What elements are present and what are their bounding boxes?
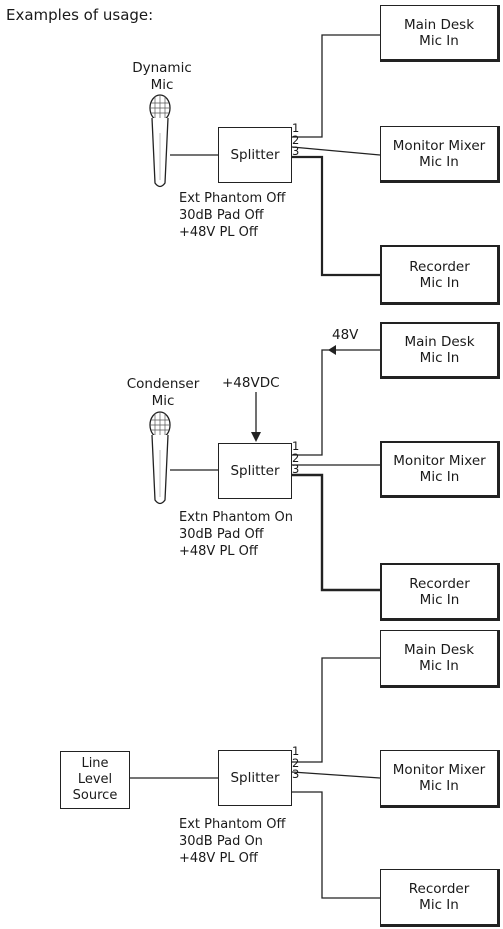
port-1-label: 1 (292, 121, 300, 135)
dest-recorder: Recorder Mic In (380, 869, 500, 927)
example-1-wires (149, 34, 381, 277)
port-3-label: 3 (292, 767, 300, 781)
dest-recorder: Recorder Mic In (380, 245, 500, 305)
dest-sublabel: Mic In (419, 591, 460, 608)
dest-monitor-mixer: Monitor Mixer Mic In (380, 441, 500, 498)
dest-sublabel: Mic In (419, 897, 459, 913)
note-pl: +48V PL Off (179, 225, 258, 240)
source-label-line: Mic (151, 393, 175, 409)
example-3-wires (130, 657, 381, 899)
dest-monitor-mixer: Monitor Mixer Mic In (380, 750, 500, 808)
note-phantom: Ext Phantom Off (179, 191, 286, 206)
note-pad: 30dB Pad On (179, 834, 263, 849)
dest-label: Main Desk (404, 334, 475, 350)
dest-label: Monitor Mixer (392, 137, 486, 154)
splitter-label: Splitter (230, 463, 280, 479)
dest-sublabel: Mic In (419, 350, 460, 366)
splitter-box: Splitter (218, 443, 292, 499)
dest-label: Monitor Mixer (392, 762, 486, 778)
source-label: Dynamic Mic (122, 60, 202, 94)
dest-recorder: Recorder Mic In (380, 563, 500, 621)
condenser-mic-icon (149, 411, 171, 505)
note-phantom: Extn Phantom On (179, 510, 293, 525)
dest-monitor-mixer: Monitor Mixer Mic In (380, 126, 500, 183)
dest-label: Main Desk (403, 16, 475, 33)
page-title: Examples of usage: (6, 6, 154, 24)
port-1-label: 1 (292, 439, 300, 453)
dest-label: Monitor Mixer (393, 453, 486, 469)
note-pl: +48V PL Off (179, 851, 258, 866)
note-pl: +48V PL Off (179, 544, 258, 559)
dest-label: Recorder (408, 881, 470, 897)
note-phantom: Ext Phantom Off (179, 817, 286, 832)
settings-notes: Ext Phantom Off 30dB Pad Off +48V PL Off (179, 190, 285, 241)
line-level-source-box: Line Level Source (60, 751, 130, 809)
port-1-label: 1 (292, 744, 300, 758)
source-box-line: Line (81, 756, 109, 771)
dest-sublabel: Mic In (419, 469, 460, 485)
splitter-label: Splitter (230, 147, 280, 163)
settings-notes: Ext Phantom Off 30dB Pad On +48V PL Off (179, 816, 285, 867)
note-pad: 30dB Pad Off (179, 208, 264, 223)
source-label: Condenser Mic (118, 376, 208, 410)
port-2-label: 2 (292, 133, 300, 147)
port-2-label: 2 (292, 756, 300, 770)
port-3-label: 3 (292, 144, 300, 158)
dest-sublabel: Mic In (419, 32, 459, 49)
note-pad: 30dB Pad Off (179, 527, 264, 542)
power-48vdc-label: +48VDC (222, 375, 280, 391)
dynamic-mic-icon (149, 94, 171, 188)
splitter-box: Splitter (218, 127, 292, 183)
example-2-wires (149, 345, 380, 592)
dest-label: Recorder (409, 258, 470, 275)
splitter-label: Splitter (230, 770, 280, 786)
dest-main-desk: Main Desk Mic In (380, 5, 500, 62)
dest-sublabel: Mic In (419, 778, 459, 794)
source-box-line: Level (77, 772, 113, 787)
dest-sublabel: Mic In (419, 658, 459, 674)
source-box-line: Source (72, 788, 118, 803)
dest-sublabel: Mic In (419, 274, 460, 291)
source-label-line: Mic (150, 77, 174, 93)
dest-label: Main Desk (403, 642, 475, 658)
dest-sublabel: Mic In (419, 153, 459, 170)
phantom-48v-label: 48V (332, 327, 359, 343)
settings-notes: Extn Phantom On 30dB Pad Off +48V PL Off (179, 509, 293, 560)
port-2-label: 2 (292, 451, 300, 465)
dest-main-desk: Main Desk Mic In (380, 322, 500, 379)
dest-main-desk: Main Desk Mic In (380, 630, 500, 688)
dest-label: Recorder (409, 575, 470, 592)
source-label-line: Dynamic (132, 60, 192, 76)
splitter-box: Splitter (218, 750, 292, 806)
source-label-line: Condenser (126, 376, 200, 392)
port-3-label: 3 (292, 462, 300, 476)
